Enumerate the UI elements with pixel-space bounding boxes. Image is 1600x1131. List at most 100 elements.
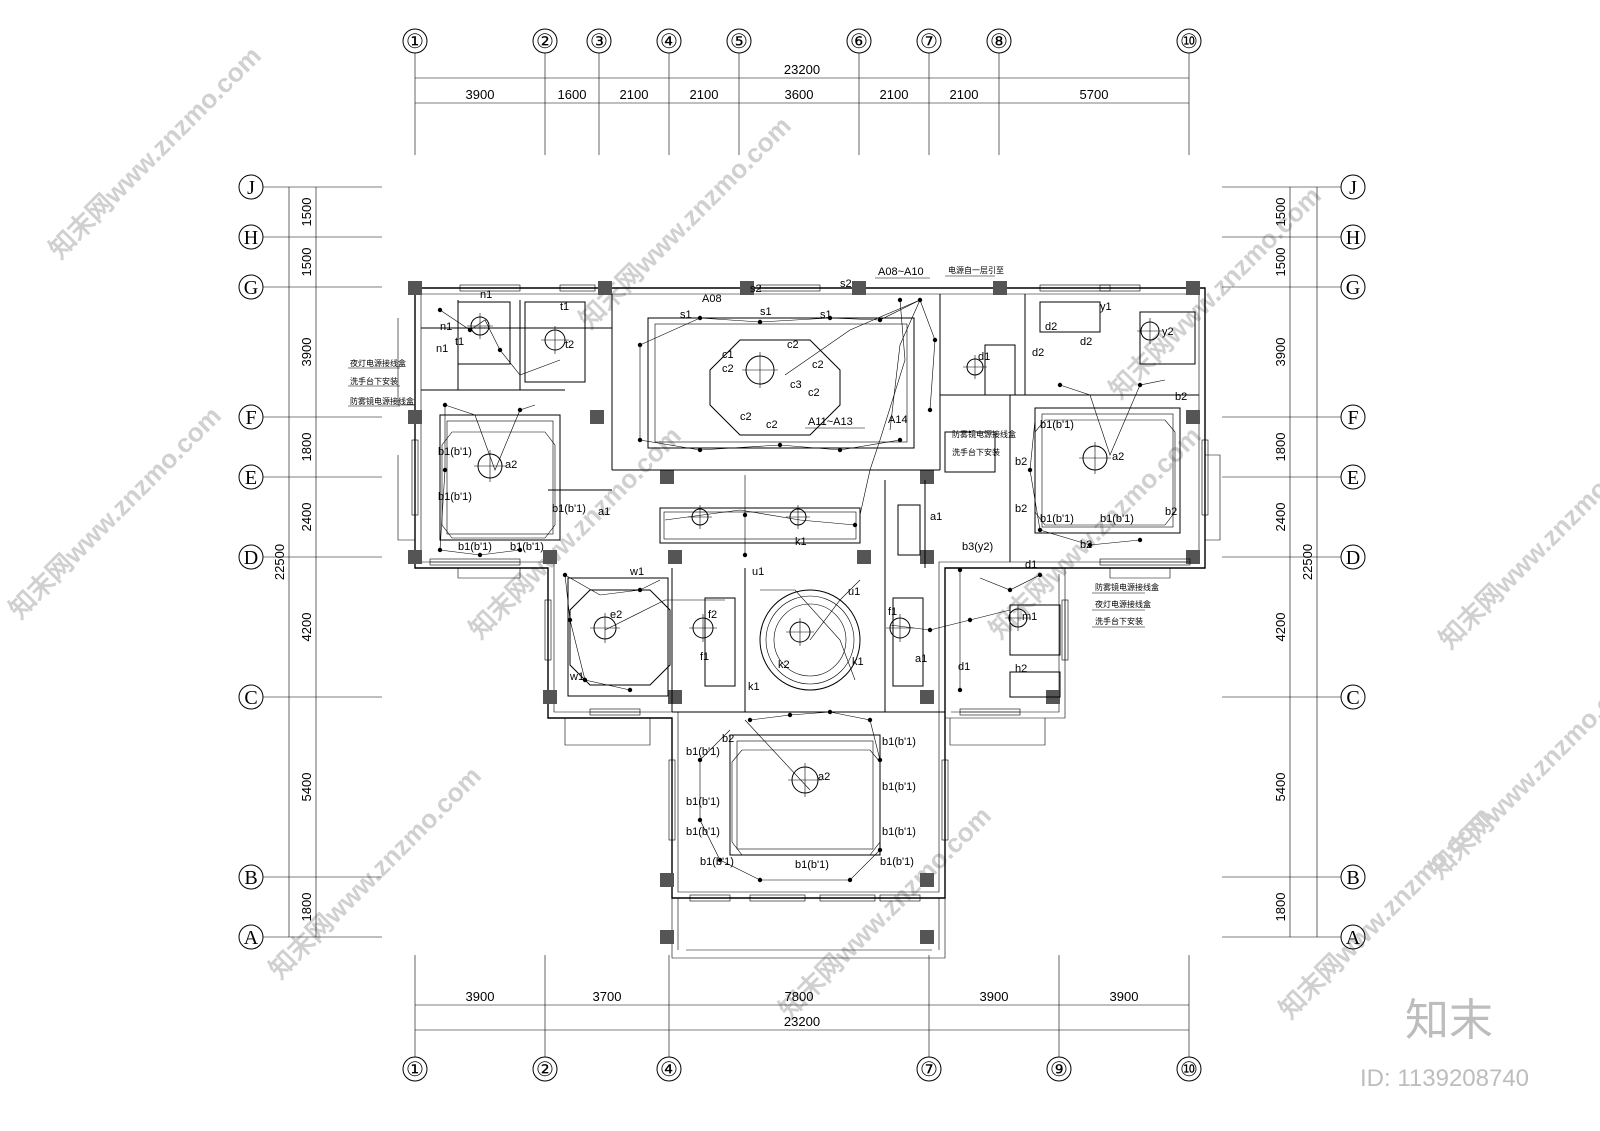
fixture-code-y2: y2 xyxy=(1162,326,1174,338)
fixture-code-n1: n1 xyxy=(436,343,448,355)
fixture-code-t1: t1 xyxy=(455,336,464,348)
fixture-code-b2: b2 xyxy=(1080,539,1092,551)
grid-label-left: H xyxy=(244,227,258,249)
fixture-code-b3: b3(y2) xyxy=(962,541,993,553)
fixture-code-c2: c2 xyxy=(740,411,752,423)
column-block xyxy=(660,470,674,484)
fixture-code-b2: b2 xyxy=(722,733,734,745)
column-block xyxy=(740,281,754,295)
fixture-code-c2: c2 xyxy=(722,363,734,375)
fixture-code-c1: c1 xyxy=(722,349,734,361)
note-right-2: 夜灯电源接线盒 xyxy=(1095,599,1151,609)
interior-walls xyxy=(421,294,1199,713)
column-block xyxy=(857,550,871,564)
dim-left-segment: 1500 xyxy=(299,198,314,227)
watermark-text: 知末网www.znzmo.com xyxy=(573,110,797,334)
fixture-code-k1: k1 xyxy=(852,656,864,668)
note-left-3: 防雾镜电源接线盒 xyxy=(350,396,414,406)
dim-right-segment: 3900 xyxy=(1273,338,1288,367)
column-block xyxy=(993,281,1007,295)
fixture-code-c2: c2 xyxy=(766,419,778,431)
column-block xyxy=(668,690,682,704)
circuit-a14-label: A14 xyxy=(888,414,908,426)
round-ceiling-dome xyxy=(759,589,861,691)
note-mid-right-1: 防雾镜电源接线盒 xyxy=(952,429,1016,439)
column-block xyxy=(598,281,612,295)
note-right-1: 防雾镜电源接线盒 xyxy=(1095,582,1159,592)
fixture-code-d1: d1 xyxy=(958,661,970,673)
fixture-code-c2: c2 xyxy=(787,339,799,351)
fixture-code-b1: b1(b'1) xyxy=(686,796,720,808)
watermark-text: 知末网www.znzmo.com xyxy=(43,40,267,264)
column-block xyxy=(920,690,934,704)
grid-label-top: ③ xyxy=(590,31,608,53)
fixture-code-c2: c2 xyxy=(812,359,824,371)
fixture-code-y1: y1 xyxy=(1100,301,1112,313)
dim-top-segment: 2100 xyxy=(620,87,649,102)
grid-label-left: A xyxy=(244,927,259,949)
fixture-code-b2: b2 xyxy=(1165,506,1177,518)
grid-label-top: ② xyxy=(536,31,554,53)
dim-right-segment: 2400 xyxy=(1273,503,1288,532)
fixture-code-b2: b2 xyxy=(1175,391,1187,403)
windows xyxy=(397,284,1221,902)
watermark-text: 知末网www.znzmo.com xyxy=(1423,660,1600,884)
grid-label-left: G xyxy=(244,277,258,299)
fixture-code-a2: a2 xyxy=(1112,451,1124,463)
fixture-code-b1: b1(b'1) xyxy=(1040,513,1074,525)
dim-right-segment: 1500 xyxy=(1273,198,1288,227)
fixture-code-b1: b1(b'1) xyxy=(1040,419,1074,431)
fixture-code-e2: e2 xyxy=(610,609,622,621)
bay-window-left xyxy=(397,318,415,406)
balcony-left xyxy=(457,568,521,579)
grid-label-bottom: ⑩ xyxy=(1180,1059,1198,1081)
grid-label-right: B xyxy=(1346,867,1359,889)
dim-top-segment: 2100 xyxy=(880,87,909,102)
column-block xyxy=(1186,550,1200,564)
column-block xyxy=(660,930,674,944)
watermark-text: 知末网www.znzmo.com xyxy=(263,760,487,984)
column-block xyxy=(1186,410,1200,424)
grid-label-top: ⑧ xyxy=(990,31,1008,53)
fixture-code-n1: n1 xyxy=(480,289,492,301)
octagon-coffer-living xyxy=(709,339,841,436)
column-block xyxy=(920,873,934,887)
fixture-code-b1: b1(b'1) xyxy=(700,856,734,868)
fixture-code-a1: a1 xyxy=(598,506,610,518)
note-top-right: 电源自一层引至 xyxy=(948,265,1004,275)
grid-label-bottom: ① xyxy=(406,1059,424,1081)
grid-label-right: A xyxy=(1346,927,1361,949)
watermark-text: 知末网www.znzmo.com xyxy=(1433,430,1600,654)
dim-bottom-segment: 3700 xyxy=(593,989,622,1004)
wiring xyxy=(439,299,1166,881)
fixture-code-b1: b1(b'1) xyxy=(882,736,916,748)
octagon-coffer-left xyxy=(569,589,671,686)
fixture-code-w1: w1 xyxy=(629,566,644,578)
fixture-code-b1: b1(b'1) xyxy=(438,491,472,503)
grid-label-top: ⑥ xyxy=(850,31,868,53)
column-block xyxy=(543,690,557,704)
note-left-1: 夜灯电源接线盒 xyxy=(350,358,406,368)
dim-top-segment: 3600 xyxy=(785,87,814,102)
fixture-code-b1: b1(b'1) xyxy=(686,826,720,838)
grid-label-top: ⑦ xyxy=(920,31,938,53)
fixture-code-b2: b2 xyxy=(1015,456,1027,468)
dim-top-segment: 5700 xyxy=(1080,87,1109,102)
bay-window-left-2 xyxy=(397,455,415,541)
fixture-code-k1: k1 xyxy=(748,681,760,693)
grid-label-left: C xyxy=(244,687,257,709)
dim-bottom-segment: 3900 xyxy=(466,989,495,1004)
fixture-code-labels: b1(b'1)b1(b'1)b1(b'1)b1(b'1)b1(b'1)a2a2a… xyxy=(436,278,1187,871)
note-left-2: 洗手台下安装 xyxy=(350,376,398,386)
grid-label-top: ④ xyxy=(660,31,678,53)
fixture-code-t1: t1 xyxy=(560,301,569,313)
balcony-right xyxy=(1109,568,1171,579)
fixture-code-b1: b1(b'1) xyxy=(458,541,492,553)
grid-label-left: J xyxy=(247,177,255,199)
grid-label-right: H xyxy=(1346,227,1360,249)
exterior-wall-upper xyxy=(414,287,1206,899)
watermark-text: 知末网www.znzmo.com xyxy=(463,420,687,644)
fixture-code-b1: b1(b'1) xyxy=(880,856,914,868)
